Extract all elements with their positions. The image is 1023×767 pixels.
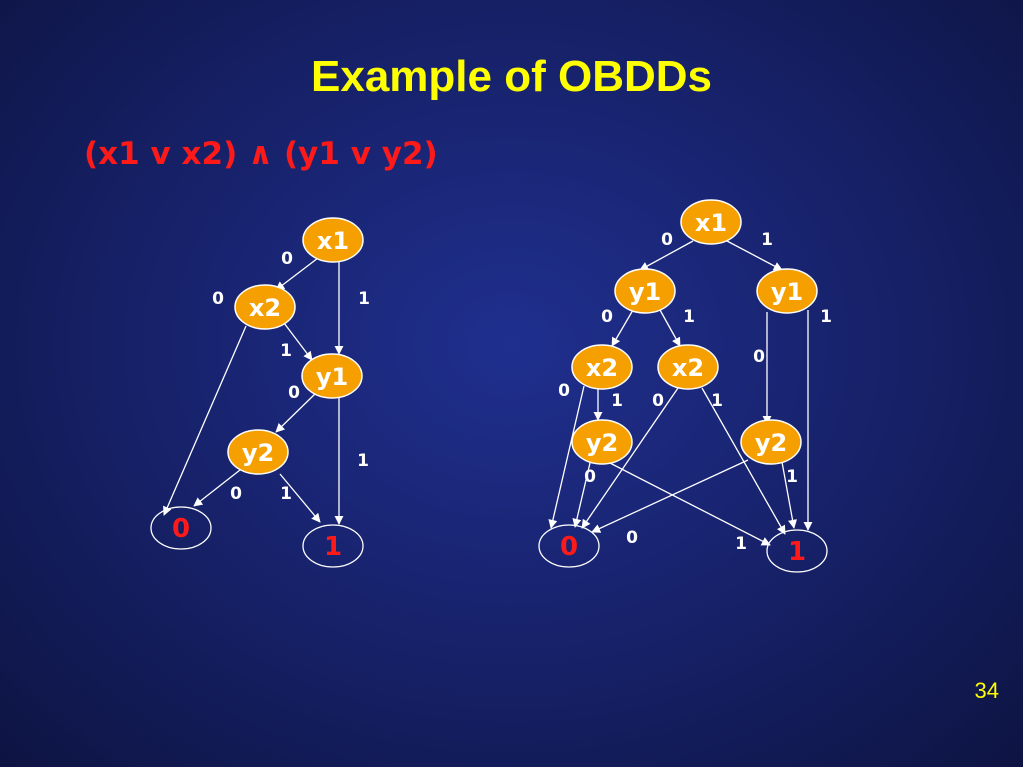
left-edge-x2-0 <box>163 325 247 516</box>
left-edge-x2-1 <box>283 322 313 361</box>
left-edges <box>163 257 344 525</box>
right-label-x1-0: 0 <box>661 230 673 250</box>
right-terminal-0-label: 0 <box>560 532 578 562</box>
right-terminal-0: 0 <box>538 524 600 568</box>
right-edge-y2a-0 <box>572 462 591 528</box>
left-label-y1-1: 1 <box>357 451 369 471</box>
right-node-y2-left-label: y2 <box>586 429 618 457</box>
right-edge-x2a-0 <box>548 385 585 529</box>
right-label-x2b-0: 0 <box>652 391 664 411</box>
left-terminal-1: 1 <box>302 524 364 568</box>
right-label-x2a-0: 0 <box>558 381 570 401</box>
left-edge-y2-0 <box>193 469 241 507</box>
right-node-x2-left-label: x2 <box>586 354 618 382</box>
left-node-x1: x1 <box>302 217 364 263</box>
left-label-y1-0: 0 <box>288 383 300 403</box>
right-node-y1-left-label: y1 <box>629 278 661 306</box>
left-node-x2: x2 <box>234 284 296 330</box>
right-edge-y2b-1 <box>781 461 798 529</box>
left-label-y2-0: 0 <box>230 484 242 504</box>
left-label-x2-0: 0 <box>212 289 224 309</box>
right-node-y2-right: y2 <box>740 419 802 465</box>
right-label-y2b-1: 1 <box>786 467 798 487</box>
right-edge-x1-1 <box>726 240 783 271</box>
left-label-y2-1: 1 <box>280 484 292 504</box>
right-label-y2a-1: 1 <box>735 534 747 554</box>
left-terminal-1-label: 1 <box>324 532 342 562</box>
right-terminal-1-label: 1 <box>788 537 806 567</box>
right-label-y1a-1: 1 <box>683 307 695 327</box>
left-node-x1-label: x1 <box>317 227 349 255</box>
left-node-y1-label: y1 <box>316 363 348 391</box>
right-label-y1b-0: 0 <box>753 347 765 367</box>
right-node-x2-left: x2 <box>571 344 633 390</box>
slide-title: Example of OBDDs <box>311 52 712 101</box>
right-edge-y1a-1 <box>659 309 681 347</box>
right-label-x2b-1: 1 <box>711 391 723 411</box>
left-edge-y2-1 <box>279 473 321 523</box>
left-label-x1-1: 1 <box>358 289 370 309</box>
left-obdd: x1 x2 y1 y2 0 1 0 1 0 1 0 1 0 1 <box>150 217 370 568</box>
right-node-y1-right-label: y1 <box>771 278 803 306</box>
right-node-x1: x1 <box>680 199 742 245</box>
right-edge-x1-0 <box>639 240 694 271</box>
right-label-y1b-1: 1 <box>820 307 832 327</box>
boolean-formula: (x1 v x2) ∧ (y1 v y2) <box>84 136 438 172</box>
left-edge-y1-0 <box>275 391 318 433</box>
right-node-x2-right: x2 <box>657 344 719 390</box>
left-node-y2: y2 <box>227 429 289 475</box>
right-edge-y2b-0 <box>591 459 749 533</box>
right-label-y2b-0: 0 <box>626 528 638 548</box>
right-edge-x2b-1 <box>701 387 786 535</box>
right-terminal-1: 1 <box>766 529 828 573</box>
right-label-x2a-1: 1 <box>611 391 623 411</box>
left-node-y1: y1 <box>301 353 363 399</box>
left-node-y2-label: y2 <box>242 439 274 467</box>
right-node-y2-left: y2 <box>571 419 633 465</box>
right-node-y2-right-label: y2 <box>755 429 787 457</box>
right-edge-y2a-1 <box>607 461 771 546</box>
right-node-x2-right-label: x2 <box>672 354 704 382</box>
right-node-x1-label: x1 <box>695 209 727 237</box>
right-node-y1-left: y1 <box>614 268 676 314</box>
right-label-y2a-0: 0 <box>584 467 596 487</box>
page-number: 34 <box>974 678 999 703</box>
left-terminal-0-label: 0 <box>172 514 190 544</box>
left-label-x1-0: 0 <box>281 249 293 269</box>
right-label-y1a-0: 0 <box>601 307 613 327</box>
right-edge-y1a-0 <box>611 309 634 347</box>
right-obdd: x1 y1 y1 x2 x2 y2 y2 0 <box>538 199 832 573</box>
left-terminal-0: 0 <box>150 506 212 550</box>
right-edge-x2b-0 <box>581 387 679 529</box>
left-edge-x1-0 <box>275 257 319 291</box>
right-node-y1-right: y1 <box>756 268 818 314</box>
left-label-x2-1: 1 <box>280 341 292 361</box>
right-label-x1-1: 1 <box>761 230 773 250</box>
left-node-x2-label: x2 <box>249 294 281 322</box>
right-edges <box>548 240 813 546</box>
